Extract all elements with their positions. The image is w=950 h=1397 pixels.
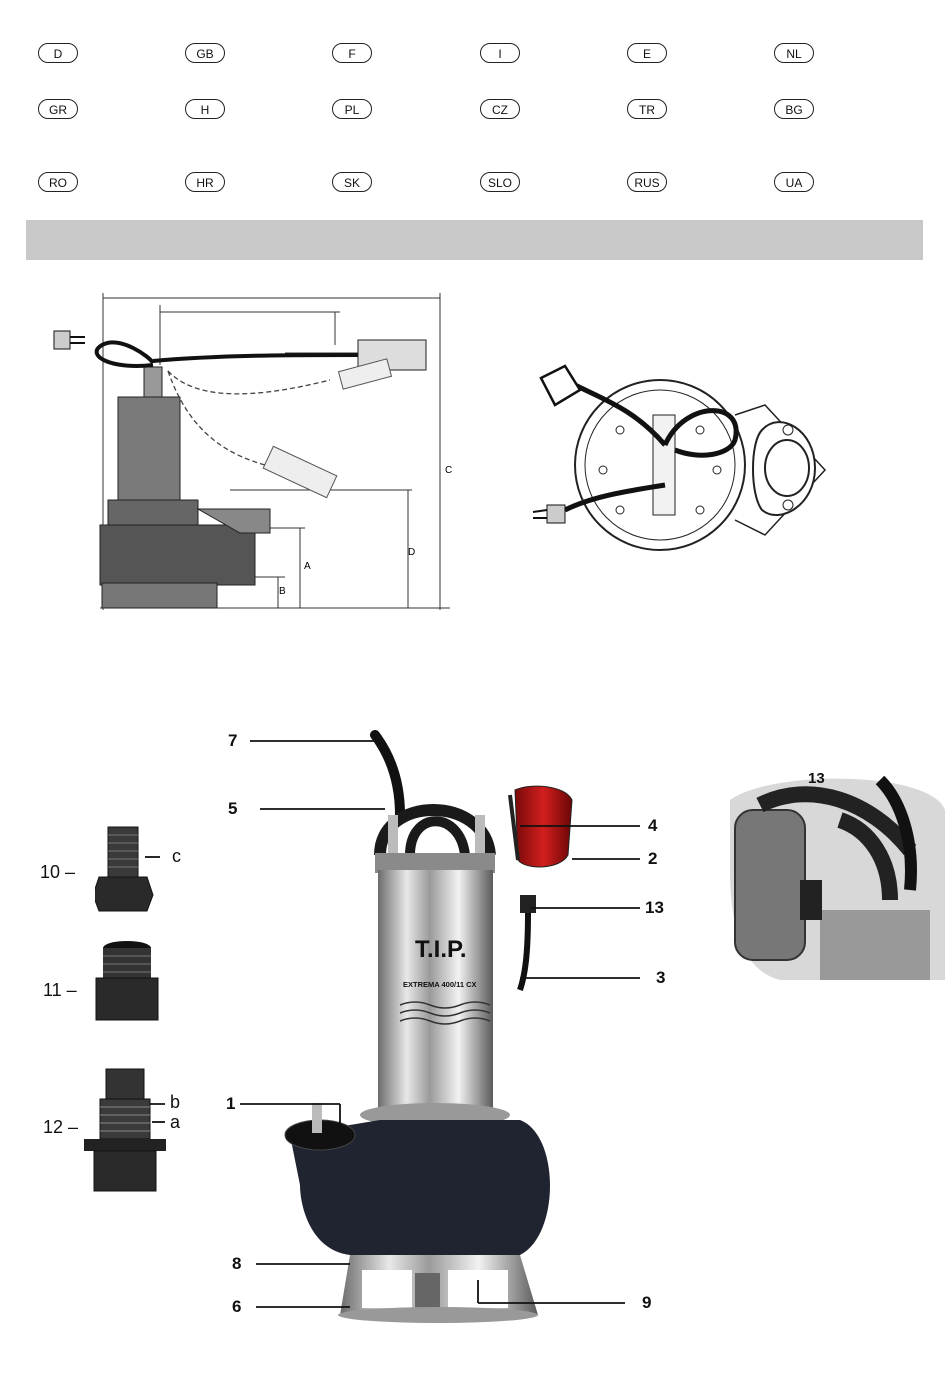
callout-13: 13	[645, 898, 664, 918]
callout-a: a	[170, 1112, 180, 1133]
callout-1: 1	[226, 1094, 235, 1114]
callout-10: 10 –	[40, 862, 75, 883]
callout-5: 5	[228, 799, 237, 819]
callout-13-detail: 13	[808, 770, 825, 787]
float-switch-detail-image	[730, 770, 945, 980]
callout-2: 2	[648, 849, 657, 869]
callout-4: 4	[648, 816, 657, 836]
callout-8: 8	[232, 1254, 241, 1274]
callout-11: 11 –	[43, 980, 77, 1001]
callout-c: c	[172, 846, 181, 867]
callout-9: 9	[642, 1293, 651, 1313]
adapter-part-12	[78, 1065, 173, 1195]
callout-b: b	[170, 1092, 180, 1113]
adapter-part-10	[95, 825, 155, 915]
callout-7: 7	[228, 731, 237, 751]
callout-12: 12 –	[43, 1117, 78, 1138]
callout-3: 3	[656, 968, 665, 988]
callout-6: 6	[232, 1297, 241, 1317]
adapter-part-11	[92, 940, 162, 1025]
